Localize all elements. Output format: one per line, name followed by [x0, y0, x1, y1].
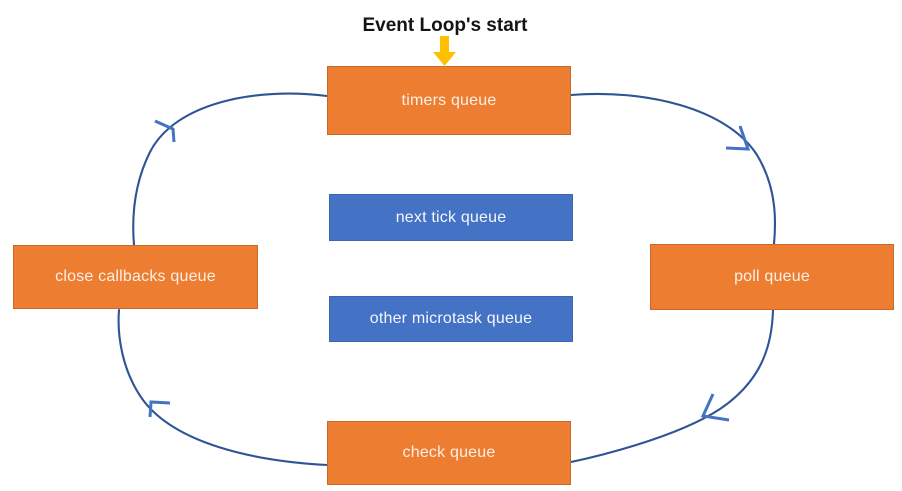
node-timers-queue[interactable]: timers queue: [327, 66, 571, 135]
node-other-microtask-queue[interactable]: other microtask queue: [329, 296, 573, 342]
node-next-tick-queue[interactable]: next tick queue: [329, 194, 573, 241]
edge-check-to-close-callbacks: [117, 308, 329, 467]
node-next-tick-queue-label: next tick queue: [395, 208, 507, 226]
arrowhead-poll-to-check: [700, 393, 730, 422]
node-close-callbacks-queue[interactable]: close callbacks queue: [13, 245, 258, 309]
node-other-microtask-queue-label: other microtask queue: [369, 310, 533, 328]
edge-poll-to-check: [569, 308, 775, 464]
edge-timers-to-poll: [569, 92, 777, 246]
node-check-queue-label: check queue: [402, 444, 496, 462]
node-poll-queue-label: poll queue: [734, 268, 810, 286]
node-close-callbacks-queue-label: close callbacks queue: [55, 268, 216, 286]
arrowhead-check-to-close-callbacks: [148, 400, 171, 418]
arrowhead-timers-to-poll: [725, 125, 751, 151]
node-check-queue[interactable]: check queue: [327, 421, 571, 485]
edge-close-callbacks-to-timers: [132, 92, 329, 247]
node-timers-queue-label: timers queue: [401, 91, 497, 109]
arrowhead-close-callbacks-to-timers: [154, 119, 176, 143]
start-arrow-icon: [433, 36, 456, 66]
node-poll-queue[interactable]: poll queue: [650, 244, 894, 310]
page-title: Event Loop's start: [362, 15, 528, 36]
